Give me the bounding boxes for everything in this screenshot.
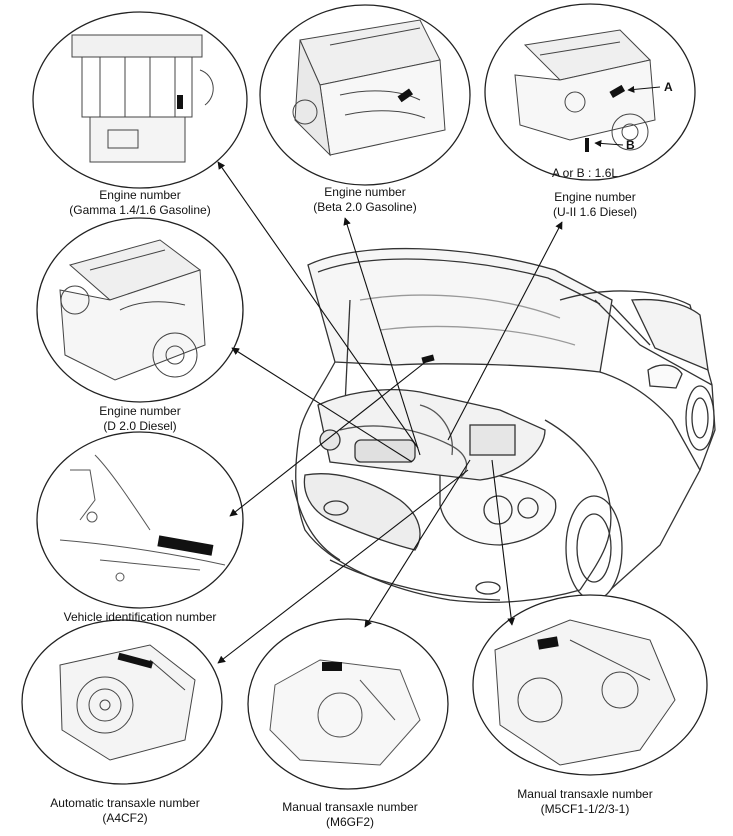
callout-note: A or B : 1.6L	[552, 166, 619, 180]
label-vin-line1: Vehicle identification number	[63, 610, 217, 624]
label-m5cf1: Manual transaxle number (M5CF1-1/2/3-1)	[495, 787, 675, 817]
engine-icon	[514, 29, 656, 152]
label-a4cf2-line2: (A4CF2)	[102, 811, 148, 825]
label-a4cf2-line1: Automatic transaxle number	[50, 796, 200, 810]
callout-a-arrow	[627, 85, 661, 93]
label-beta-line1: Engine number	[324, 185, 406, 199]
label-m5cf1-line1: Manual transaxle number	[517, 787, 653, 801]
leader-u2	[447, 221, 563, 441]
label-a4cf2: Automatic transaxle number (A4CF2)	[35, 796, 215, 826]
car-icon	[291, 247, 716, 604]
label-beta-line2: (Beta 2.0 Gasoline)	[313, 200, 417, 214]
engine-icon	[59, 239, 206, 381]
label-beta: Engine number (Beta 2.0 Gasoline)	[285, 185, 445, 215]
leader-vin	[229, 359, 429, 517]
leader-d20	[231, 347, 413, 463]
label-vin: Vehicle identification number	[30, 610, 250, 625]
engine-icon	[71, 34, 214, 163]
label-m6gf2: Manual transaxle number (M6GF2)	[265, 800, 435, 830]
callout-a-label: A	[664, 80, 673, 94]
label-gamma-line2: (Gamma 1.4/1.6 Gasoline)	[69, 203, 211, 217]
leader-m5cf1	[491, 459, 515, 626]
leader-m6gf2	[364, 459, 471, 628]
transaxle-icon	[269, 659, 421, 766]
callout-b-arrow	[594, 139, 624, 147]
leader-beta	[343, 217, 421, 456]
label-u2-line1: Engine number	[554, 190, 636, 204]
engine-icon	[292, 19, 446, 157]
leader-gamma	[217, 161, 419, 449]
leader-a4cf2	[217, 469, 469, 664]
transaxle-icon	[59, 644, 196, 761]
label-d20: Engine number (D 2.0 Diesel)	[70, 404, 210, 434]
label-m6gf2-line2: (M6GF2)	[326, 815, 374, 829]
callout-b-label: B	[626, 138, 635, 152]
transaxle-icon	[494, 619, 676, 766]
label-m5cf1-line2: (M5CF1-1/2/3-1)	[540, 802, 630, 816]
label-d20-line1: Engine number	[99, 404, 181, 418]
label-gamma-line1: Engine number	[99, 188, 181, 202]
label-u2: Engine number (U-II 1.6 Diesel)	[520, 190, 670, 220]
label-u2-line2: (U-II 1.6 Diesel)	[552, 205, 638, 219]
id-plate-icon	[59, 454, 226, 582]
label-gamma: Engine number (Gamma 1.4/1.6 Gasoline)	[50, 188, 230, 218]
vin-ellipse	[36, 431, 244, 609]
label-m6gf2-line1: Manual transaxle number	[282, 800, 418, 814]
label-d20-line2: (D 2.0 Diesel)	[103, 419, 177, 433]
